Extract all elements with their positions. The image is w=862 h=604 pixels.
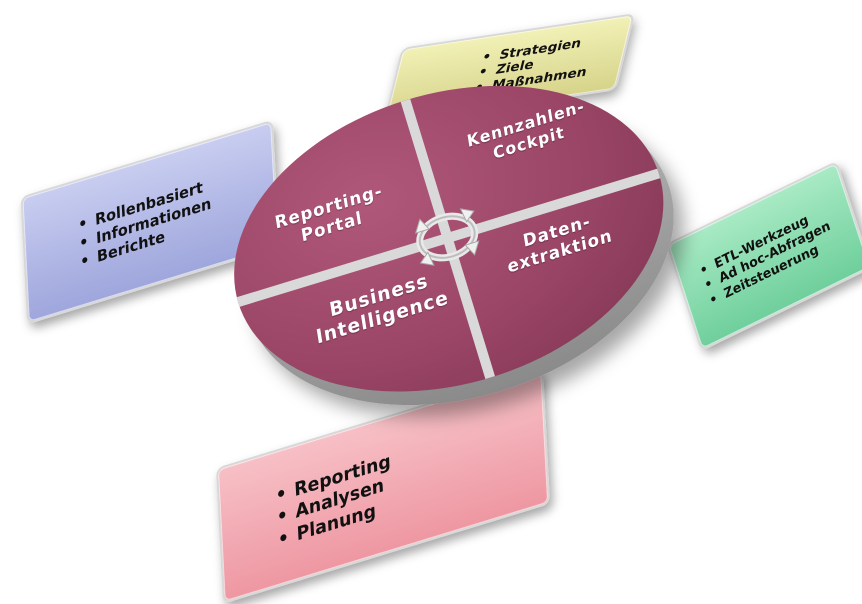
segment-reporting-portal: Reporting- Portal xyxy=(246,173,415,263)
segment-business-intelligence: Business Intelligence xyxy=(286,257,475,356)
bi-diagram: Strategien Ziele Maßnahmen Rollenbasiert… xyxy=(0,0,862,591)
disc-surface: Reporting- Portal Kennzahlen- Cockpit Bu… xyxy=(195,35,702,442)
segment-kennzahlen-cockpit: Kennzahlen- Cockpit xyxy=(438,88,616,179)
card-etl-list: ETL-Werkzeug Ad hoc-Abfragen Zeitsteueru… xyxy=(698,193,860,310)
cycle-arrows-icon xyxy=(414,208,480,266)
central-disc: Reporting- Portal Kennzahlen- Cockpit Bu… xyxy=(195,33,714,456)
